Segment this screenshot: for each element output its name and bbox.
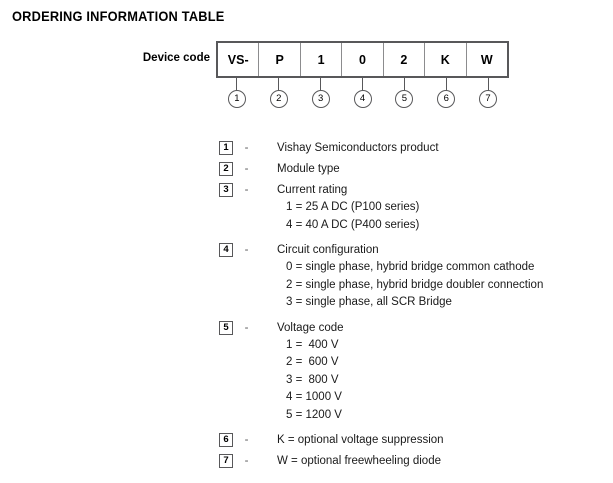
callout-bubble-4: 4	[353, 90, 372, 108]
legend-number-box-3: 3	[219, 183, 233, 197]
legend-option-code: 4 =	[286, 218, 303, 231]
legend-item-3: 3- Current rating 1 = 25 A DC (P100 series…	[219, 181, 599, 234]
legend-label-5: Voltage code	[277, 321, 344, 334]
callout-leader-line	[320, 78, 322, 91]
legend-body-6: K = optional voltage suppression	[260, 431, 599, 449]
legend-number-box-6: 6	[219, 433, 233, 447]
legend-option-value: 800 V	[308, 373, 339, 386]
callout-5: 5	[383, 78, 425, 110]
legend-separator: -	[244, 244, 249, 256]
callout-bubble-2: 2	[269, 90, 288, 108]
callout-bubble-6: 6	[437, 90, 456, 108]
legend-option-value: single phase, all SCR Bridge	[305, 296, 452, 308]
legend-label-2: Module type	[277, 163, 340, 175]
legend-option-code: 3 =	[286, 373, 303, 386]
legend-option-5-1: 1 = 400 V	[277, 337, 599, 355]
legend-option-code: 2 =	[286, 278, 303, 291]
legend-label-4: Circuit configuration	[277, 244, 379, 256]
legend-body-1: Vishay Semiconductors product	[260, 139, 599, 157]
device-code-cell-1: VS-	[218, 43, 260, 76]
legend-option-code: 3 =	[286, 296, 303, 308]
callout-3: 3	[300, 78, 342, 110]
device-code-cell-5: 2	[384, 43, 426, 76]
legend-option-value: 600 V	[308, 356, 339, 368]
device-code-cell-4: 0	[342, 43, 384, 76]
device-code-cell-3: 1	[301, 43, 343, 76]
callout-bubble-5: 5	[395, 90, 414, 108]
legend-separator: -	[244, 163, 249, 175]
legend-item-2: 2- Module type	[219, 160, 599, 178]
legend-label-3: Current rating	[277, 184, 348, 196]
legend-option-value: 1200 V	[305, 408, 342, 421]
callout-4: 4	[342, 78, 384, 110]
callout-leader-line	[278, 78, 280, 91]
legend-body-7: W = optional freewheeling diode	[260, 452, 599, 470]
callout-6: 6	[425, 78, 467, 110]
legend-item-4: 4- Circuit configuration 0 = single phase,…	[219, 241, 599, 312]
legend-option-5-3: 3 = 800 V	[277, 372, 599, 390]
legend-item-1: 1- Vishay Semiconductors product	[219, 139, 599, 157]
legend-item-7: 7- W = optional freewheeling diode	[219, 452, 599, 470]
legend-option-code: 2 =	[286, 356, 303, 368]
legend-separator: -	[244, 142, 249, 154]
legend-option-5-5: 5 = 1200 V	[277, 407, 599, 425]
device-code-cell-6: K	[425, 43, 467, 76]
legend-option-4-2: 2 = single phase, hybrid bridge doubler …	[277, 277, 599, 295]
legend-separator: -	[244, 321, 249, 334]
callout-bubble-7: 7	[479, 90, 498, 108]
legend-number-box-2: 2	[219, 162, 233, 176]
legend-option-value: single phase, hybrid bridge doubler conn…	[305, 278, 544, 291]
legend-separator: -	[244, 455, 249, 467]
legend-option-code: 4 =	[286, 391, 303, 403]
legend-option-value: 1000 V	[305, 391, 342, 403]
callout-leader-line	[236, 78, 238, 91]
legend-item-6: 6- K = optional voltage suppression	[219, 431, 599, 449]
legend-body-2: Module type	[260, 160, 599, 178]
legend-label-6: K = optional voltage suppression	[277, 434, 444, 446]
legend-option-3-1: 1 = 25 A DC (P100 series)	[277, 199, 599, 217]
callout-bubble-1: 1	[227, 90, 246, 108]
legend-option-code: 1 =	[286, 201, 303, 213]
legend-label-1: Vishay Semiconductors product	[277, 142, 439, 154]
legend-option-value: 40 A DC (P400 series)	[305, 218, 420, 231]
legend-option-5-2: 2 = 600 V	[277, 354, 599, 372]
legend-body-4: Circuit configuration 0 = single phase, h…	[260, 241, 599, 312]
legend-separator: -	[244, 434, 249, 446]
callout-2: 2	[258, 78, 300, 110]
legend-option-5-4: 4 = 1000 V	[277, 389, 599, 407]
device-code-callouts: 1 2 3 4 5 6 7	[216, 78, 509, 110]
device-code-cell-2: P	[259, 43, 301, 76]
page-title: ORDERING INFORMATION TABLE	[12, 9, 225, 24]
legend-option-code: 1 =	[286, 338, 303, 351]
legend-separator: -	[244, 184, 249, 196]
callout-7: 7	[467, 78, 509, 110]
legend-option-4-3: 3 = single phase, all SCR Bridge	[277, 294, 599, 312]
device-code-cell-7: W	[480, 52, 493, 67]
legend-option-4-1: 0 = single phase, hybrid bridge common c…	[277, 259, 599, 277]
callout-bubble-3: 3	[311, 90, 330, 108]
legend-number-box-5: 5	[219, 320, 233, 335]
legend-option-value: 400 V	[308, 338, 339, 351]
legend-number-box-4: 4	[219, 243, 233, 257]
legend-number-box-1: 1	[219, 141, 233, 155]
legend-option-3-2: 4 = 40 A DC (P400 series)	[277, 217, 599, 235]
legend-option-value: single phase, hybrid bridge common catho…	[305, 261, 535, 273]
legend-label-7: W = optional freewheeling diode	[277, 455, 441, 467]
legend-number-box-7: 7	[219, 454, 233, 468]
callout-leader-line	[445, 78, 447, 91]
legend-option-value: 25 A DC (P100 series)	[305, 201, 420, 213]
callout-leader-line	[403, 78, 405, 91]
device-code-label: Device code	[142, 52, 210, 64]
callout-leader-line	[487, 78, 489, 91]
legend-option-code: 0 =	[286, 261, 303, 273]
callout-leader-line	[362, 78, 363, 91]
callout-1: 1	[216, 78, 258, 110]
legend-option-code: 5 =	[286, 408, 303, 421]
